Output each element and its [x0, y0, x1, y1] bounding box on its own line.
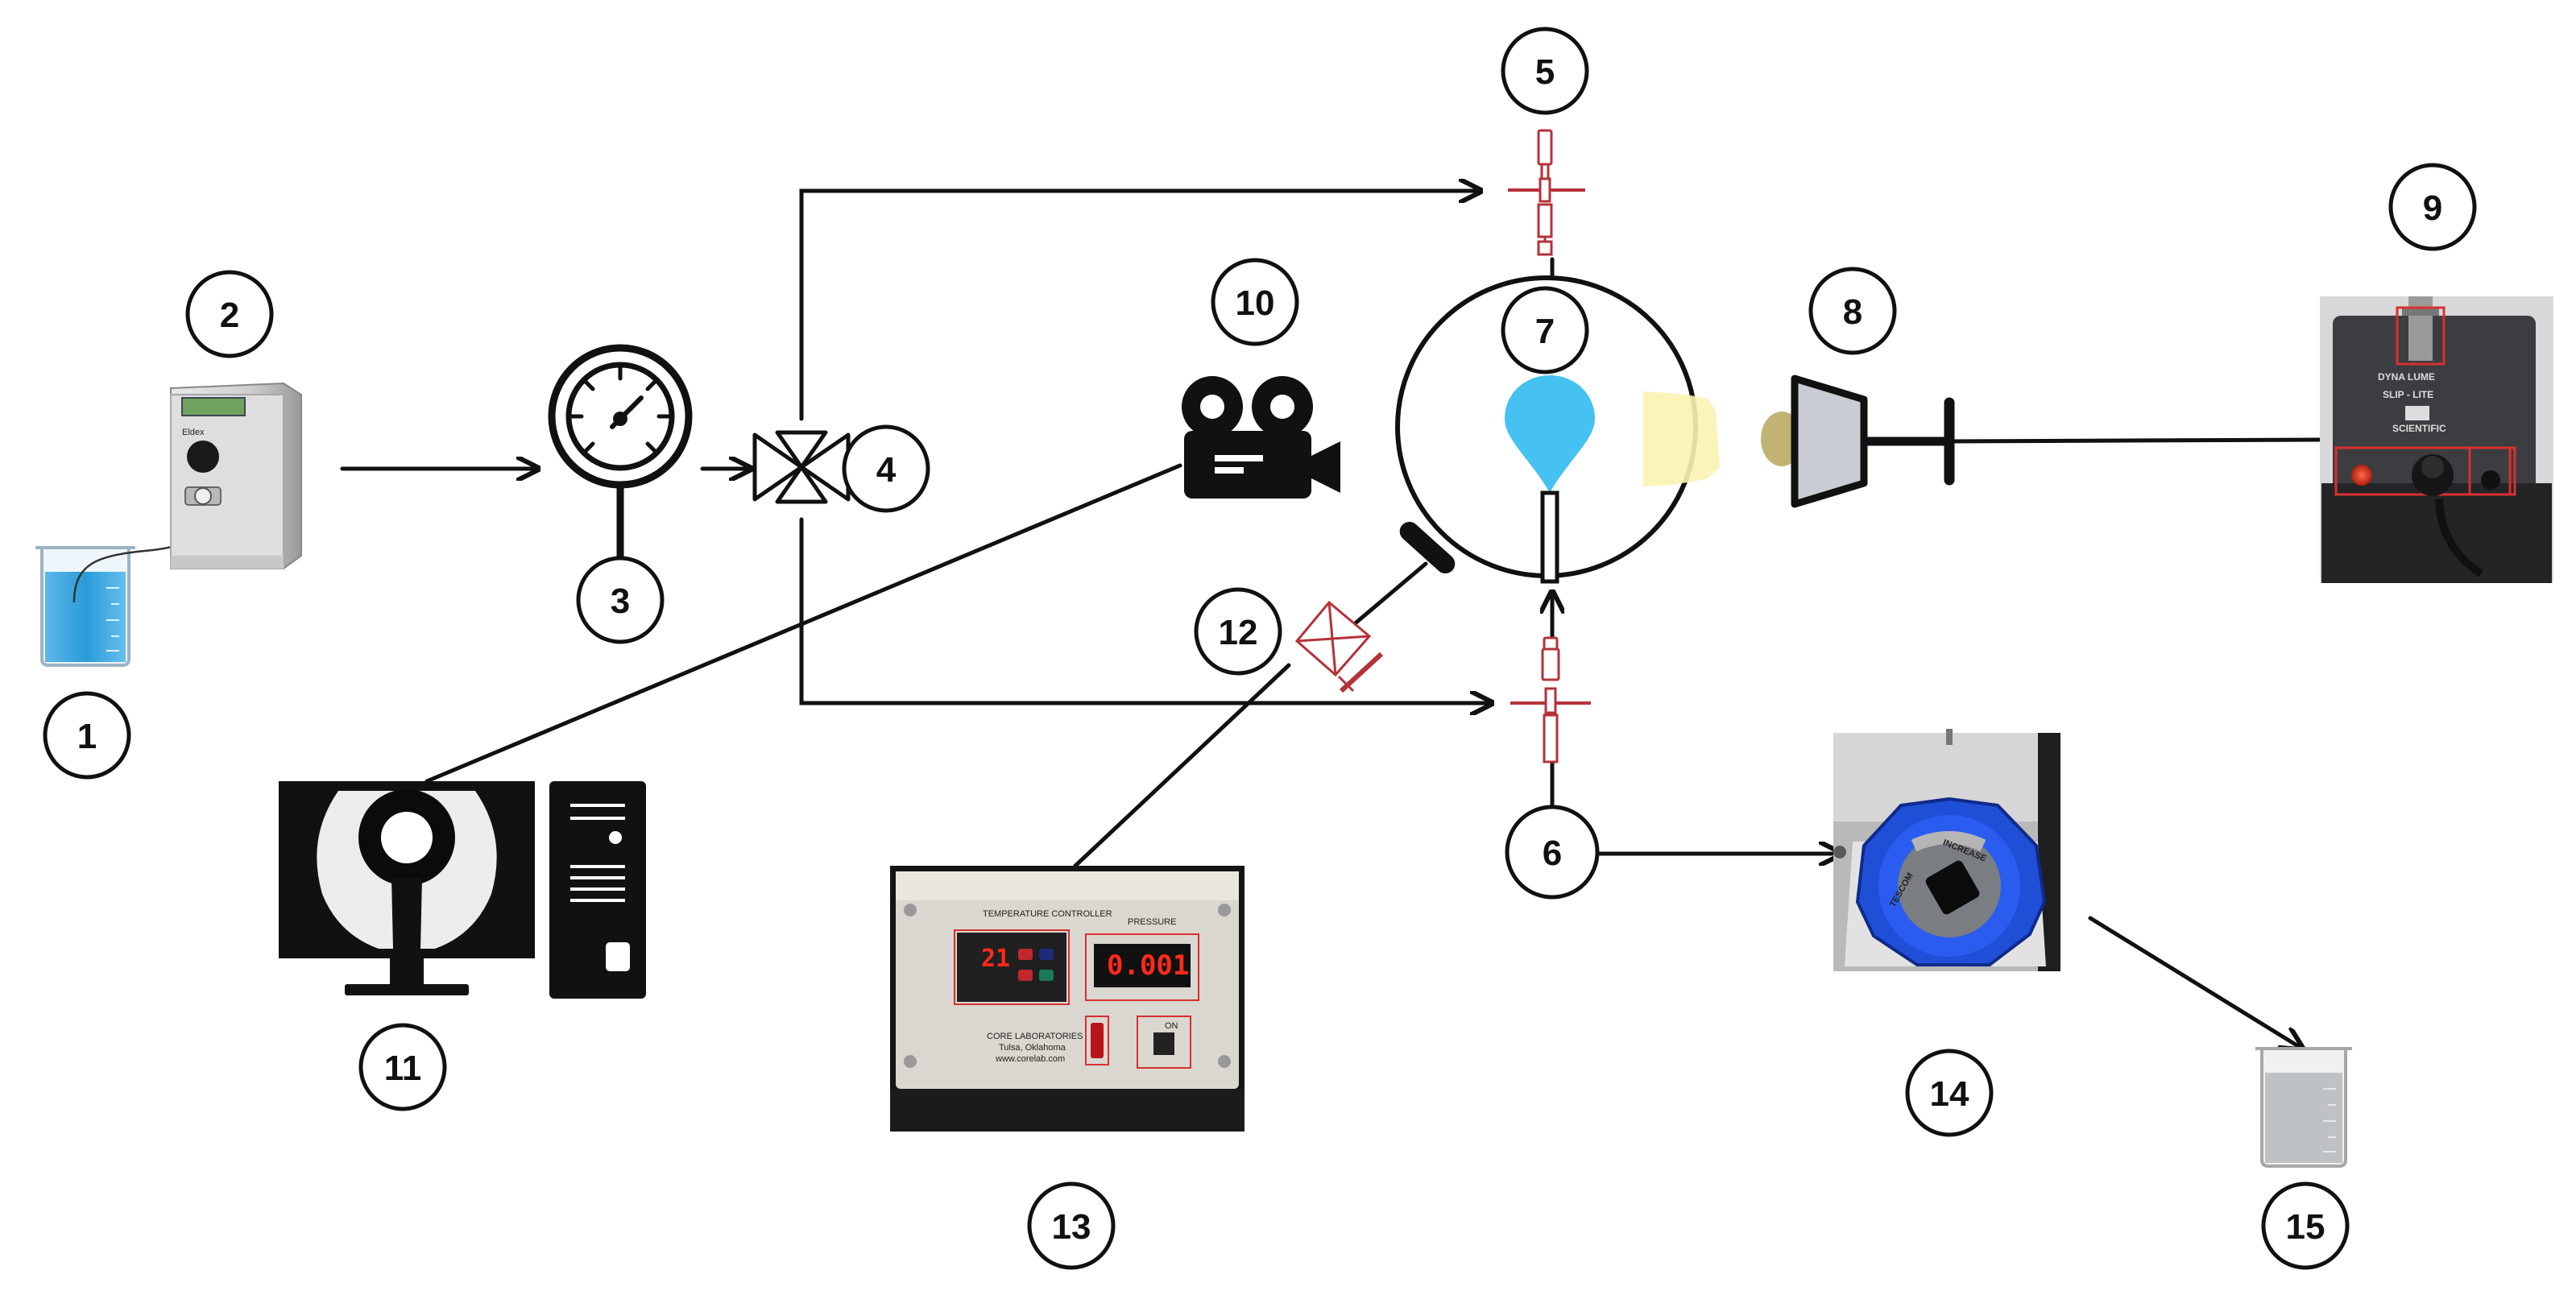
- light-source-icon: [1643, 374, 1955, 508]
- label-13: 13: [1027, 1181, 1116, 1270]
- view-cell-icon: [1395, 275, 1698, 584]
- thermocouple-to-panel-line: [1073, 663, 1291, 868]
- pump-brand-label: Eldex: [182, 428, 205, 437]
- camera-to-computer-line: [425, 463, 1182, 784]
- droplet-shape: [1505, 375, 1595, 493]
- label-8: 8: [1808, 267, 1897, 355]
- thermocouple-icon: [1294, 600, 1384, 693]
- panel-city-label: Tulsa, Oklahoma: [999, 1043, 1066, 1053]
- label-12: 12: [1194, 587, 1282, 676]
- controller-to-light-line: [1947, 437, 2322, 444]
- svg-text:3: 3: [611, 581, 630, 621]
- valve-to-top-valve-line: [799, 191, 1481, 421]
- svg-text:8: 8: [1843, 292, 1862, 332]
- svg-text:9: 9: [2423, 188, 2442, 228]
- thermocouple-to-cell-line: [1351, 561, 1428, 627]
- svg-text:4: 4: [876, 450, 897, 490]
- controller-model-label: SLIP - LITE: [2383, 389, 2433, 400]
- back-pressure-regulator-icon: TESCOM INCREASE: [1833, 729, 2060, 971]
- svg-text:7: 7: [1535, 312, 1555, 351]
- computer-icon: [279, 781, 646, 999]
- svg-text:12: 12: [1219, 613, 1258, 652]
- panel-site-label: www.corelab.com: [995, 1054, 1065, 1064]
- camera-icon: [1182, 376, 1340, 499]
- svg-text:10: 10: [1236, 283, 1275, 323]
- panel-pressure-value: 0.001: [1107, 950, 1189, 982]
- label-1: 1: [43, 691, 131, 780]
- label-9: 9: [2388, 163, 2477, 251]
- component-number-labels: 1 2 3 4 5 6 7 8: [43, 27, 2477, 1270]
- label-4: 4: [842, 424, 930, 513]
- svg-text:1: 1: [77, 717, 97, 756]
- light-controller-icon: DYNA LUME SLIP - LITE SCIENTIFIC: [2320, 296, 2553, 583]
- beaker-waste-icon: [2255, 1047, 2352, 1168]
- svg-text:11: 11: [384, 1049, 422, 1088]
- bottom-valve-icon: [1510, 636, 1591, 763]
- flow-lines: [340, 191, 2322, 1049]
- valve-to-bottom-valve-line: [799, 517, 1492, 703]
- label-7: 7: [1501, 286, 1589, 374]
- svg-text:5: 5: [1535, 52, 1555, 92]
- label-14: 14: [1905, 1049, 1994, 1137]
- svg-text:14: 14: [1930, 1074, 1969, 1114]
- label-11: 11: [358, 1023, 447, 1111]
- syringe-pump-icon: Eldex: [170, 382, 302, 569]
- label-15: 15: [2261, 1181, 2350, 1270]
- controller-maker-label: SCIENTIFIC: [2392, 423, 2446, 434]
- panel-temp-value: 21: [981, 945, 1010, 973]
- panel-switch-label: ON: [1165, 1021, 1178, 1031]
- needle-valve-icon: [752, 430, 851, 504]
- top-valve-icon: [1508, 129, 1585, 256]
- panel-temp-label: TEMPERATURE CONTROLLER: [983, 909, 1112, 919]
- svg-text:15: 15: [2286, 1207, 2325, 1247]
- pressure-gauge-icon: [548, 344, 693, 560]
- panel-pressure-label: PRESSURE: [1128, 917, 1177, 927]
- regulator-to-waste-line: [2088, 916, 2302, 1049]
- svg-text:2: 2: [220, 296, 239, 335]
- label-6: 6: [1505, 805, 1600, 900]
- controller-brand-label: DYNA LUME: [2378, 371, 2435, 383]
- label-3: 3: [576, 556, 665, 644]
- label-2: 2: [185, 270, 274, 358]
- label-10: 10: [1211, 258, 1299, 346]
- panel-maker-label: CORE LABORATORIES: [987, 1032, 1083, 1041]
- beaker-water-icon: [35, 527, 201, 667]
- control-panel-icon: TEMPERATURE CONTROLLER PRESSURE 21 0.001…: [890, 866, 1245, 1132]
- svg-text:13: 13: [1052, 1207, 1091, 1247]
- svg-text:6: 6: [1543, 834, 1562, 873]
- label-5: 5: [1501, 27, 1589, 115]
